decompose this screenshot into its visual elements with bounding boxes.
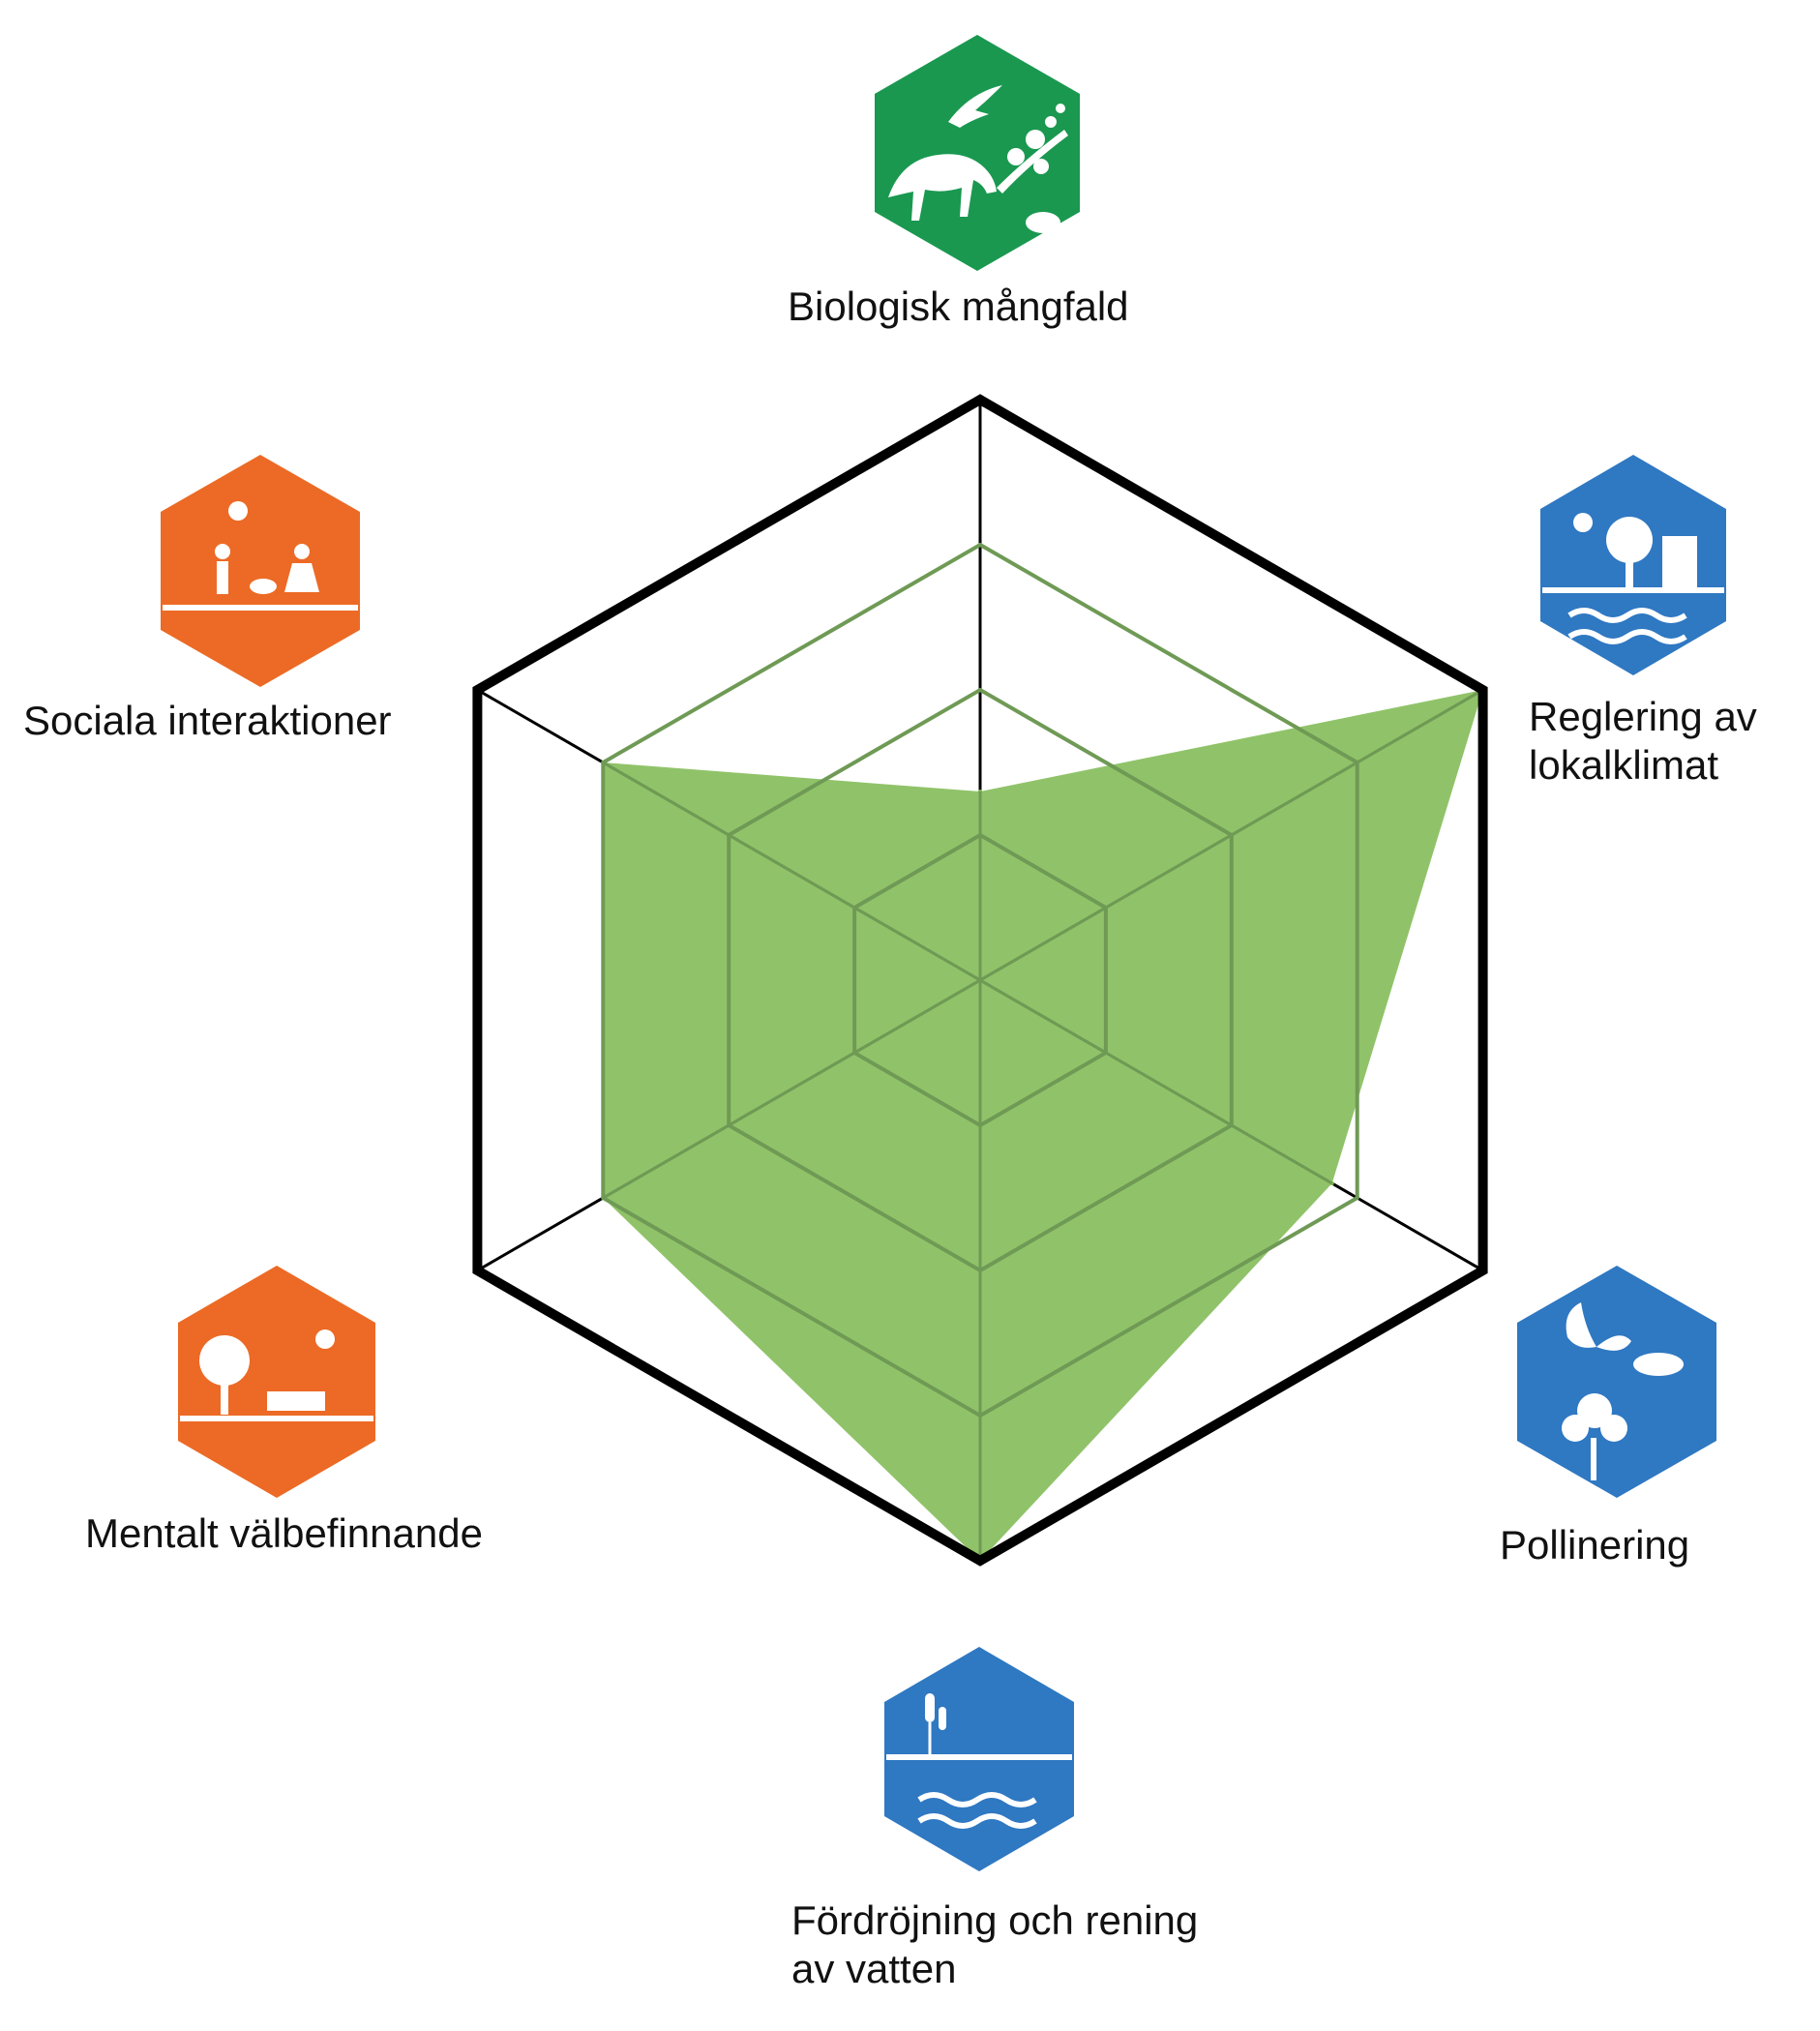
radar-frame [472, 394, 1488, 1567]
water-retention-icon [884, 1647, 1074, 1871]
spoke-overlay-sociala [602, 761, 981, 982]
label-vatten: Fördröjning och rening av vatten [791, 1897, 1199, 1991]
mental-wellbeing-hexagon [178, 1266, 375, 1498]
social-interaction-hexagon [161, 455, 360, 687]
pollination-hexagon [1517, 1266, 1716, 1498]
local-climate-icon [1540, 455, 1726, 675]
mental-wellbeing-icon [178, 1266, 375, 1498]
biodiversity-icon [875, 35, 1080, 271]
label-sociala: Sociala interaktioner [23, 698, 392, 743]
label-biologisk: Biologisk mångfald [788, 284, 1129, 329]
pollination-icon [1517, 1266, 1716, 1498]
radar-grid-overlay [601, 542, 1484, 1561]
social-interaction-icon [161, 455, 360, 687]
spoke-overlay-mentalt [602, 978, 981, 1200]
spoke-overlay-pollinering [979, 978, 1333, 1185]
label-mentalt: Mentalt välbefinnande [85, 1510, 483, 1556]
spoke-overlay-lokalklimat [979, 688, 1484, 982]
label-pollinering: Pollinering [1500, 1522, 1690, 1568]
radar-fill-layer [601, 688, 1485, 1563]
data-area [603, 690, 1483, 1561]
outer-frame [472, 394, 1488, 1567]
biodiversity-hexagon [875, 35, 1080, 271]
label-lokalklimat: Reglering av lokalklimat [1529, 694, 1757, 788]
